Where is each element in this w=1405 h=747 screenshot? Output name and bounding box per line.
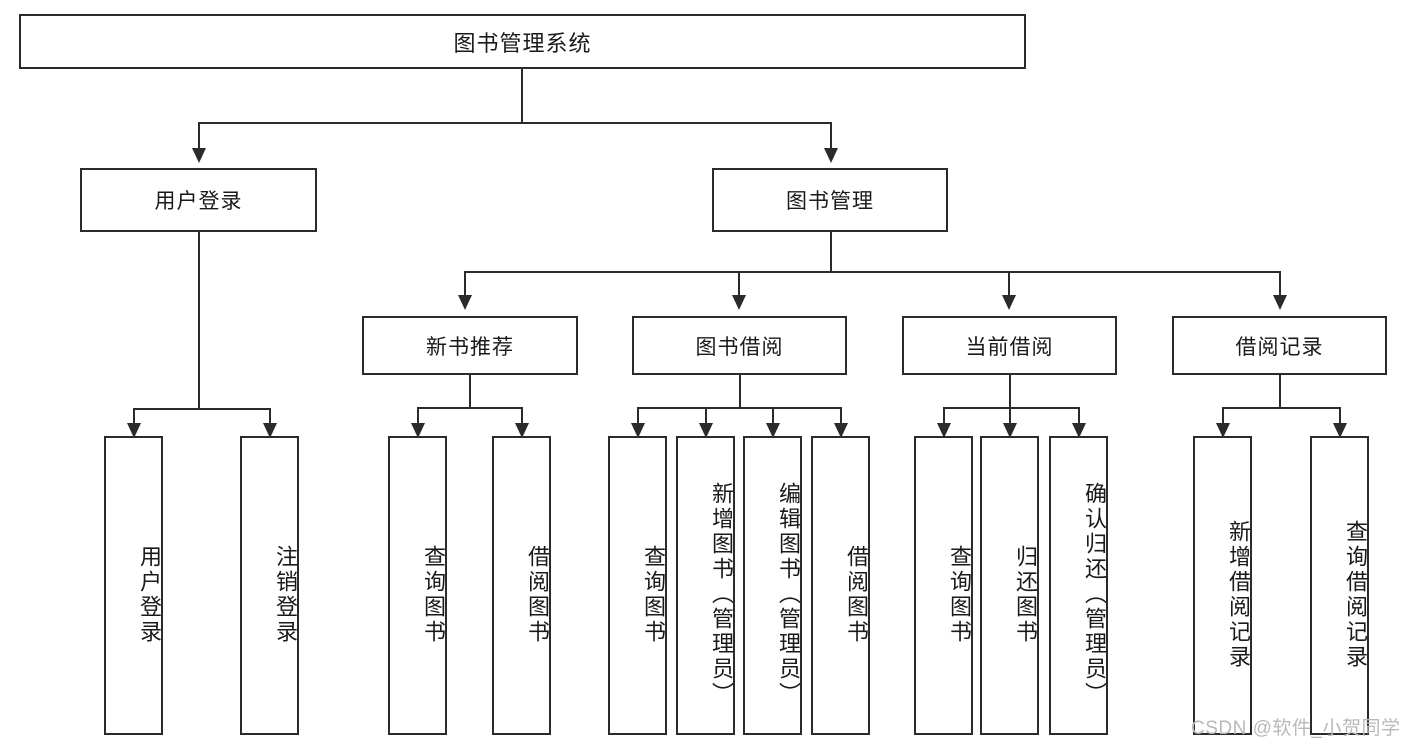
connector-bookborrow-to-leaf-1 bbox=[637, 407, 639, 424]
node-label: 用户登录 bbox=[137, 544, 162, 645]
node-label: 借阅记录 bbox=[1235, 335, 1324, 359]
node-label: 当前借阅 bbox=[965, 335, 1054, 359]
leaf-query-book-recommend[interactable]: 查询图书 bbox=[388, 436, 447, 735]
connector-userlogin-bus bbox=[133, 408, 271, 410]
arrow-bookmgmt-to-l3-4 bbox=[1273, 295, 1287, 310]
node-label: 新书推荐 bbox=[426, 335, 514, 359]
leaf-confirm-return-admin[interactable]: 确认归还（管理员） bbox=[1049, 436, 1108, 735]
node-label: 归还图书 bbox=[1013, 544, 1038, 645]
leaf-query-book-current[interactable]: 查询图书 bbox=[914, 436, 973, 735]
arrow-borrowrecord-to-leaf-1 bbox=[1216, 423, 1230, 438]
connector-bookborrow-to-leaf-2 bbox=[705, 407, 707, 424]
node-label: 编辑图书（管理员） bbox=[776, 482, 801, 707]
arrow-root-to-bookmgmt bbox=[824, 148, 838, 163]
arrow-borrowrecord-to-leaf-2 bbox=[1333, 423, 1347, 438]
node-label: 图书借阅 bbox=[695, 335, 784, 359]
node-label: 用户登录 bbox=[154, 190, 243, 213]
connector-root-bus bbox=[198, 122, 832, 124]
arrow-userlogin-to-leaf-2 bbox=[263, 423, 277, 438]
connector-borrowrecord-stem bbox=[1279, 375, 1281, 408]
connector-currentborrow-to-leaf-1 bbox=[943, 407, 945, 424]
node-current-borrow[interactable]: 当前借阅 bbox=[902, 316, 1117, 375]
connector-bookmgmt-to-l3-1 bbox=[464, 271, 466, 296]
node-borrow-record[interactable]: 借阅记录 bbox=[1172, 316, 1387, 375]
node-label: 借阅图书 bbox=[844, 544, 869, 645]
node-label: 图书管理系统 bbox=[453, 30, 592, 56]
connector-currentborrow-to-leaf-3 bbox=[1078, 407, 1080, 424]
connector-userlogin-to-leaf-2 bbox=[269, 408, 271, 424]
leaf-borrow-book-recommend[interactable]: 借阅图书 bbox=[492, 436, 551, 735]
connector-newbook-stem bbox=[469, 375, 471, 408]
connector-bookborrow-bus bbox=[637, 407, 841, 409]
connector-userlogin-stem bbox=[198, 232, 200, 409]
connector-root-stem bbox=[521, 69, 523, 123]
connector-currentborrow-bus bbox=[943, 407, 1079, 409]
arrow-bookmgmt-to-l3-3 bbox=[1002, 295, 1016, 310]
arrow-currentborrow-to-leaf-1 bbox=[937, 423, 951, 438]
connector-bookborrow-to-leaf-3 bbox=[772, 407, 774, 424]
connector-bookmgmt-to-l3-2 bbox=[738, 271, 740, 296]
leaf-query-borrow-record[interactable]: 查询借阅记录 bbox=[1310, 436, 1369, 735]
node-book-management[interactable]: 图书管理 bbox=[712, 168, 948, 232]
watermark-text: CSDN @软件_小贺同学 bbox=[1191, 718, 1401, 739]
node-label: 查询图书 bbox=[641, 544, 666, 645]
leaf-edit-book-admin[interactable]: 编辑图书（管理员） bbox=[743, 436, 802, 735]
leaf-logout[interactable]: 注销登录 bbox=[240, 436, 299, 735]
arrow-bookborrow-to-leaf-1 bbox=[631, 423, 645, 438]
leaf-query-book-borrow[interactable]: 查询图书 bbox=[608, 436, 667, 735]
node-label: 查询图书 bbox=[947, 544, 972, 645]
node-label: 新增借阅记录 bbox=[1226, 519, 1251, 670]
connector-bookmgmt-stem bbox=[830, 232, 832, 272]
connector-root-to-userlogin bbox=[198, 122, 200, 149]
connector-borrowrecord-to-leaf-2 bbox=[1339, 407, 1341, 424]
node-label: 新增图书（管理员） bbox=[709, 482, 734, 707]
connector-newbook-bus bbox=[417, 407, 522, 409]
connector-bookmgmt-to-l3-4 bbox=[1279, 271, 1281, 296]
leaf-add-borrow-record[interactable]: 新增借阅记录 bbox=[1193, 436, 1252, 735]
connector-bookborrow-stem bbox=[739, 375, 741, 408]
leaf-add-book-admin[interactable]: 新增图书（管理员） bbox=[676, 436, 735, 735]
node-label: 确认归还（管理员） bbox=[1082, 482, 1107, 707]
arrow-root-to-userlogin bbox=[192, 148, 206, 163]
connector-root-to-bookmgmt bbox=[830, 122, 832, 149]
arrow-newbook-to-leaf-1 bbox=[411, 423, 425, 438]
arrow-bookmgmt-to-l3-2 bbox=[732, 295, 746, 310]
connector-borrowrecord-to-leaf-1 bbox=[1222, 407, 1224, 424]
arrow-bookborrow-to-leaf-4 bbox=[834, 423, 848, 438]
node-label: 注销登录 bbox=[273, 544, 298, 645]
node-root-system[interactable]: 图书管理系统 bbox=[19, 14, 1026, 69]
node-book-borrow[interactable]: 图书借阅 bbox=[632, 316, 847, 375]
node-label: 图书管理 bbox=[786, 190, 874, 213]
node-label: 借阅图书 bbox=[525, 544, 550, 645]
connector-currentborrow-to-leaf-2 bbox=[1009, 407, 1011, 424]
connector-bookborrow-to-leaf-4 bbox=[840, 407, 842, 424]
node-label: 查询图书 bbox=[421, 544, 446, 645]
connector-newbook-to-leaf-1 bbox=[417, 407, 419, 424]
arrow-currentborrow-to-leaf-3 bbox=[1072, 423, 1086, 438]
node-new-book-recommend[interactable]: 新书推荐 bbox=[362, 316, 578, 375]
leaf-return-book[interactable]: 归还图书 bbox=[980, 436, 1039, 735]
connector-currentborrow-stem bbox=[1009, 375, 1011, 408]
arrow-currentborrow-to-leaf-2 bbox=[1003, 423, 1017, 438]
connector-newbook-to-leaf-2 bbox=[521, 407, 523, 424]
node-label: 查询借阅记录 bbox=[1343, 519, 1368, 670]
arrow-userlogin-to-leaf-1 bbox=[127, 423, 141, 438]
leaf-borrow-book[interactable]: 借阅图书 bbox=[811, 436, 870, 735]
node-user-login[interactable]: 用户登录 bbox=[80, 168, 317, 232]
connector-bookmgmt-bus bbox=[464, 271, 1280, 273]
arrow-bookborrow-to-leaf-2 bbox=[699, 423, 713, 438]
leaf-user-login[interactable]: 用户登录 bbox=[104, 436, 163, 735]
arrow-bookmgmt-to-l3-1 bbox=[458, 295, 472, 310]
arrow-newbook-to-leaf-2 bbox=[515, 423, 529, 438]
connector-userlogin-to-leaf-1 bbox=[133, 408, 135, 424]
connector-bookmgmt-to-l3-3 bbox=[1008, 271, 1010, 296]
arrow-bookborrow-to-leaf-3 bbox=[766, 423, 780, 438]
connector-borrowrecord-bus bbox=[1222, 407, 1340, 409]
